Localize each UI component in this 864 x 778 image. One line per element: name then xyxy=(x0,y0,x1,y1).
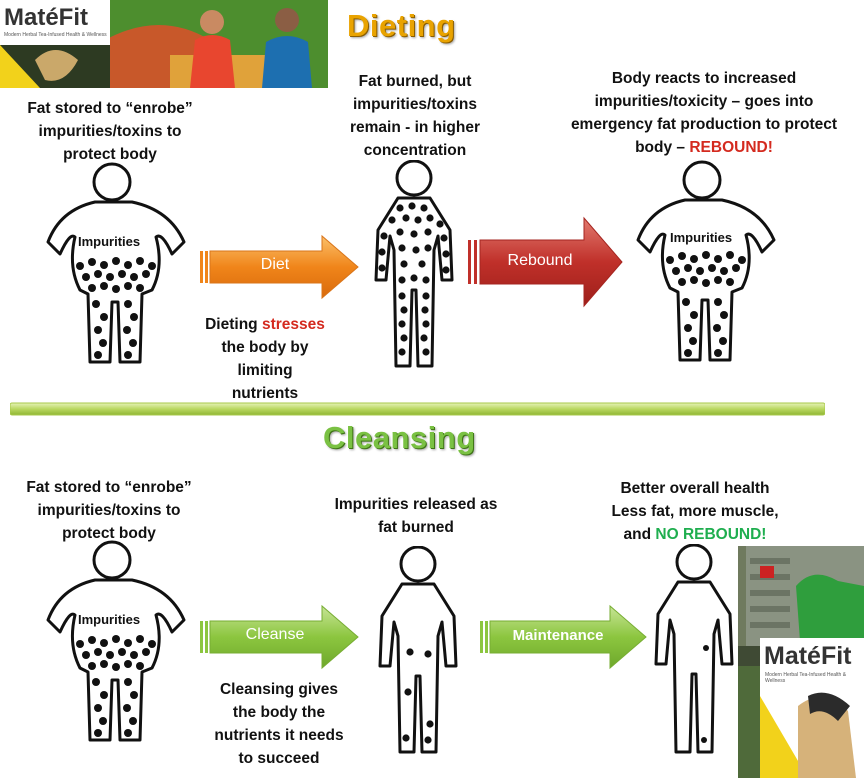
section-divider xyxy=(10,402,825,416)
logo-text-bottom: MatéFit xyxy=(764,642,852,670)
no-rebound-highlight: NO REBOUND! xyxy=(655,526,767,543)
stresses-highlight: stresses xyxy=(261,316,325,333)
top-left-photo: MatéFit Modern Herbal Tea-Infused Health… xyxy=(0,0,328,88)
dieting-stage3-caption: Body reacts to increased impurities/toxi… xyxy=(570,70,838,156)
dieting-title: Dieting xyxy=(347,8,456,43)
diet-arrow-label: Diet xyxy=(260,256,290,273)
rebound-highlight: REBOUND! xyxy=(689,139,773,156)
thin-figure-dieting xyxy=(368,160,468,370)
fat-figure-rebound: Impurities xyxy=(628,160,778,370)
maintenance-arrow: Maintenance xyxy=(476,604,648,670)
dieting-stage1-caption: Fat stored to “enrobe” impurities/toxins… xyxy=(27,100,193,163)
cleansing-note: Cleansing gives the body the nutrients i… xyxy=(214,681,344,767)
dieting-stage2-caption: Fat burned, but impurities/toxins remain… xyxy=(349,73,481,159)
logo-tagline: Modern Herbal Tea-Infused Health & Welln… xyxy=(4,32,107,38)
impurities-label: Impurities xyxy=(78,234,141,249)
healthy-figure xyxy=(648,544,748,756)
cleansing-title: Cleansing xyxy=(323,420,476,455)
cleansing-stage1-caption: Fat stored to “enrobe” impurities/toxins… xyxy=(26,479,192,542)
maintenance-arrow-label: Maintenance xyxy=(512,627,604,644)
rebound-arrow-label: Rebound xyxy=(507,252,573,269)
dieting-note: Dieting stresses the body by limiting nu… xyxy=(205,316,325,402)
cleansing-stage2-caption: Impurities released as fat burned xyxy=(334,496,498,536)
cleansing-stage3-caption: Better overall health Less fat, more mus… xyxy=(611,480,779,543)
impurities-label-rebound: Impurities xyxy=(670,230,733,245)
fat-figure-cleansing: Impurities xyxy=(40,540,190,750)
bottom-right-photo: MatéFit Modern Herbal Tea-Infused Health… xyxy=(738,546,864,778)
logo-text: MatéFit xyxy=(4,4,88,31)
thin-figure-released xyxy=(372,546,472,756)
cleanse-arrow-label: Cleanse xyxy=(245,626,305,643)
fat-figure-dieting: Impurities xyxy=(40,162,190,372)
logo-tagline-bottom: Modern Herbal Tea-Infused Health & Welln… xyxy=(765,672,847,684)
rebound-arrow: Rebound xyxy=(466,214,624,310)
diet-arrow: Diet xyxy=(196,234,360,300)
cleanse-arrow: Cleanse xyxy=(196,604,360,670)
impurities-label-cleansing: Impurities xyxy=(78,612,141,627)
